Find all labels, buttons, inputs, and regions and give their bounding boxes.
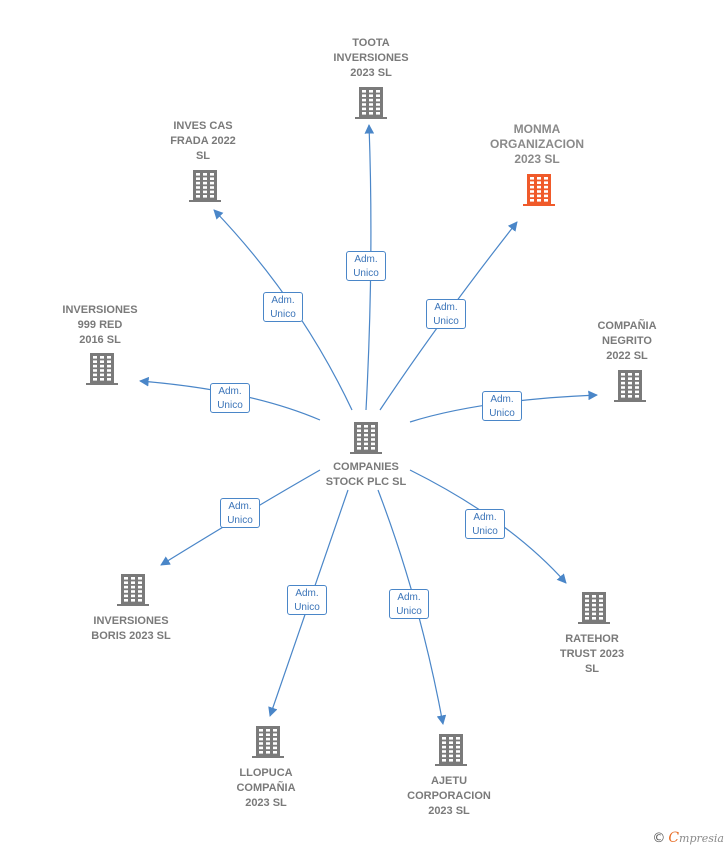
brand-logo: ©Cmpresia <box>652 830 724 846</box>
center-building-icon[interactable] <box>350 422 382 454</box>
edge-label-inversiones-999: Adm. Unico <box>210 383 250 413</box>
edge-label-compania-negrito: Adm. Unico <box>482 391 522 421</box>
center-node-label[interactable]: COMPANIES STOCK PLC SL <box>325 461 407 488</box>
building-icon-inversiones-999[interactable] <box>86 353 118 385</box>
node-label-ratehor[interactable]: RATEHOR TRUST 2023 SL <box>559 633 625 675</box>
edge-label-inversiones-boris: Adm. Unico <box>220 498 260 528</box>
edge-label-llopuca: Adm. Unico <box>287 585 327 615</box>
building-icon-inversiones-boris[interactable] <box>117 574 149 606</box>
building-icon-compania-negrito[interactable] <box>614 370 646 402</box>
node-label-ajetu[interactable]: AJETU CORPORACION 2023 SL <box>407 775 491 817</box>
edge-label-ajetu: Adm. Unico <box>389 589 429 619</box>
building-icon-ratehor[interactable] <box>578 592 610 624</box>
building-icon-toota[interactable] <box>355 87 387 119</box>
copyright-icon: © <box>652 831 666 846</box>
edge-label-ratehor: Adm. Unico <box>465 509 505 539</box>
node-label-inversiones-999[interactable]: INVERSIONES 999 RED 2016 SL <box>62 304 138 346</box>
brand-first-letter: C <box>668 830 680 846</box>
node-label-llopuca[interactable]: LLOPUCA COMPAÑIA 2023 SL <box>236 767 296 809</box>
node-label-inves-cas[interactable]: INVES CAS FRADA 2022 SL <box>170 120 236 162</box>
node-label-monma[interactable]: MONMA ORGANIZACION 2023 SL <box>490 122 584 166</box>
brand-name: mpresia <box>679 832 724 845</box>
building-icon-inves-cas[interactable] <box>189 170 221 202</box>
edge-label-inves-cas: Adm. Unico <box>263 292 303 322</box>
node-label-inversiones-boris[interactable]: INVERSIONES BORIS 2023 SL <box>91 615 171 642</box>
edge-label-toota: Adm. Unico <box>346 251 386 281</box>
node-label-compania-negrito[interactable]: COMPAÑIA NEGRITO 2022 SL <box>597 320 657 362</box>
node-label-toota[interactable]: TOOTA INVERSIONES 2023 SL <box>333 37 409 79</box>
building-icon-monma[interactable] <box>523 174 555 206</box>
building-icon-llopuca[interactable] <box>252 726 284 758</box>
building-icon-ajetu[interactable] <box>435 734 467 766</box>
edge-label-monma: Adm. Unico <box>426 299 466 329</box>
